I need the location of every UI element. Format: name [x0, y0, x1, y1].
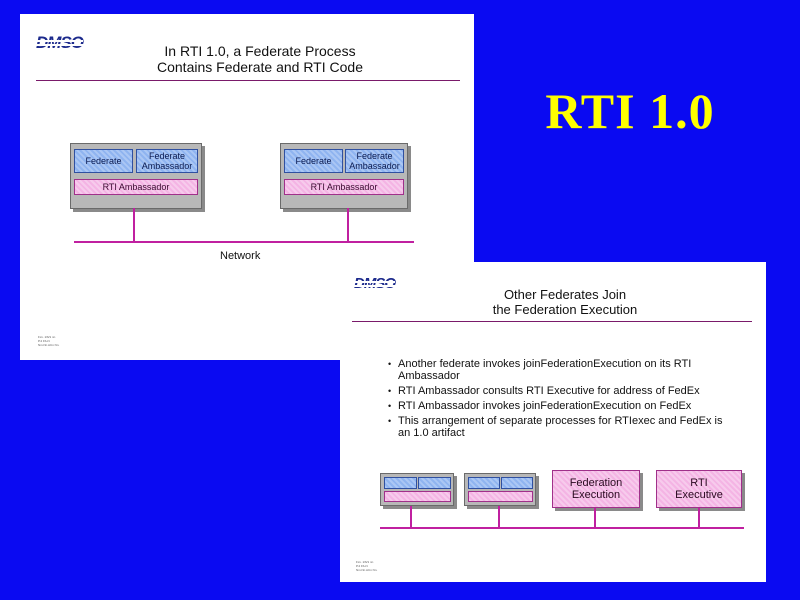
slide1-footnote: Fxx. 1/6/1 nn P.2 Fb-N Nm.Nn ACn Nn. [38, 335, 60, 347]
connector-left [133, 208, 135, 242]
federate-box-right: Federate [284, 149, 343, 173]
slide2-heading: Other Federates Join the Federation Exec… [400, 287, 730, 317]
rti-ambassador-box-small [384, 491, 451, 502]
federate-ambassador-box-small [418, 477, 451, 489]
slide-other-federates-join: DMSO Other Federates Join the Federation… [340, 262, 766, 582]
federate-ambassador-box-small [501, 477, 533, 489]
connector [410, 506, 412, 528]
connector [498, 506, 500, 528]
rti-ambassador-box-right: RTI Ambassador [284, 179, 404, 195]
rti-ambassador-box-left: RTI Ambassador [74, 179, 198, 195]
federate-process-small-1 [380, 473, 454, 506]
dmso-logo: DMSO [354, 275, 396, 292]
federate-box-small [468, 477, 500, 489]
network-bus [74, 241, 414, 243]
connector [698, 508, 700, 528]
slide2-heading-line2: the Federation Execution [492, 302, 638, 317]
federate-process-small-2 [464, 473, 536, 506]
federate-box-small [384, 477, 417, 489]
slide1-heading-line2: Contains Federate and RTI Code [157, 59, 363, 75]
rti-ambassador-box-small [468, 491, 533, 502]
slide2-footnote: Fxx. 1/6/1 nn P.2 Fb-N Nm.Nn ACn Nn. [356, 560, 378, 572]
slide1-heading-line1: In RTI 1.0, a Federate Process [164, 43, 356, 59]
bullet-list: Another federate invokes joinFederationE… [388, 358, 728, 442]
slide1-heading: In RTI 1.0, a Federate Process Contains … [100, 43, 420, 75]
bullet-item: RTI Ambassador consults RTI Executive fo… [388, 385, 728, 397]
slide2-heading-line1: Other Federates Join [503, 287, 627, 302]
slide1-title-rule [36, 80, 460, 81]
main-title: RTI 1.0 [545, 83, 715, 139]
network-bus [380, 527, 744, 529]
federate-box-left: Federate [74, 149, 133, 173]
slide2-title-rule [352, 321, 752, 322]
slide-federate-process: DMSO In RTI 1.0, a Federate Process Cont… [20, 14, 474, 360]
bullet-item: This arrangement of separate processes f… [388, 415, 728, 439]
bullet-item: Another federate invokes joinFederationE… [388, 358, 728, 382]
connector-right [347, 208, 349, 242]
dmso-logo: DMSO [36, 33, 84, 52]
connector [594, 508, 596, 528]
bullet-item: RTI Ambassador invokes joinFederationExe… [388, 400, 728, 412]
network-label: Network [220, 250, 261, 262]
